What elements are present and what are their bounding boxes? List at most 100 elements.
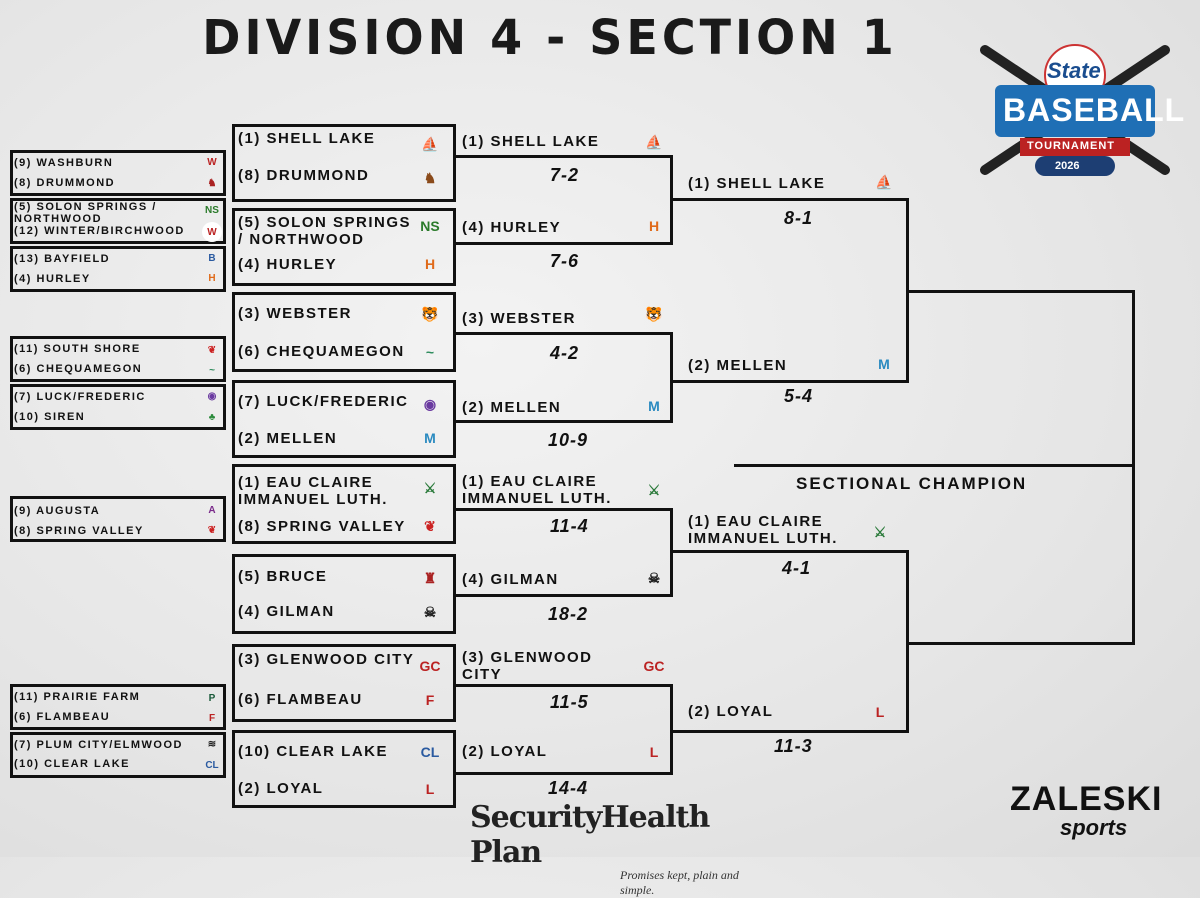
team-label: (1) SHELL LAKE <box>462 133 600 150</box>
round2-match <box>232 124 456 202</box>
team-label: (2) MELLEN <box>688 357 788 374</box>
sponsor-name: SecurityHealth Plan <box>470 800 710 870</box>
chequamegon-logo-icon: ~ <box>209 364 215 376</box>
team-label: (10) SIREN <box>14 411 86 423</box>
drummond-logo-icon: ♞ <box>207 177 217 189</box>
game-score: 8-1 <box>784 208 814 228</box>
bracket-line <box>906 550 909 733</box>
bracket-line <box>670 684 673 775</box>
bracket-line <box>456 508 672 511</box>
eau-claire-logo-icon: ⚔ <box>423 479 437 496</box>
team-label: (1) SHELL LAKE <box>238 130 376 147</box>
game-score: 4-2 <box>550 343 580 363</box>
team-label: (2) LOYAL <box>462 743 548 760</box>
bayfield-logo-icon: B <box>208 252 216 264</box>
winter-birchwood-logo-icon: W <box>202 222 222 242</box>
round1-match <box>10 150 226 196</box>
bracket-line <box>1132 290 1135 645</box>
sectional-champion-label: SECTIONAL CHAMPION <box>796 474 1028 493</box>
round1-match <box>10 336 226 382</box>
game-score: 11-5 <box>550 692 589 712</box>
team-label: (1) EAU CLAIRE IMMANUEL LUTH. <box>238 474 388 509</box>
round2-match <box>232 730 456 808</box>
hurley-logo-icon: H <box>208 272 216 284</box>
loyal-logo-icon: L <box>649 744 659 760</box>
team-label: (5) SOLON SPRINGS / NORTHWOOD <box>238 214 412 249</box>
team-label: (11) PRAIRIE FARM <box>14 691 141 703</box>
flambeau-logo-icon: F <box>208 712 216 724</box>
round1-match <box>10 496 226 542</box>
drummond-logo-icon: ♞ <box>423 169 437 186</box>
team-label: (12) WINTER/BIRCHWOOD <box>14 225 185 237</box>
team-label: (9) AUGUSTA <box>14 505 101 517</box>
zaleski-sports-text: sports <box>1060 815 1128 840</box>
bracket-line <box>670 508 673 597</box>
game-score: 7-2 <box>550 165 580 185</box>
team-label: (3) GLENWOOD CITY <box>238 651 415 668</box>
south-shore-logo-icon: ❦ <box>207 344 217 356</box>
team-label: (8) SPRING VALLEY <box>238 518 406 535</box>
round1-match <box>10 384 226 430</box>
team-label: (5) SOLON SPRINGS / NORTHWOOD <box>14 201 157 225</box>
bracket-line <box>670 155 673 245</box>
round2-match <box>232 464 456 544</box>
round1-match <box>10 198 226 244</box>
bracket-line <box>456 684 672 687</box>
mellen-logo-icon: M <box>648 398 660 414</box>
spring-valley-logo-icon: ❦ <box>424 517 436 534</box>
bracket-line <box>672 730 908 733</box>
bracket-line <box>456 420 672 423</box>
game-score: 7-6 <box>550 251 580 271</box>
mellen-logo-icon: M <box>878 356 890 372</box>
team-label: (10) CLEAR LAKE <box>238 743 389 760</box>
team-label: (3) GLENWOOD CITY <box>462 649 593 683</box>
champion-line <box>734 464 1134 467</box>
bracket-line <box>456 772 672 775</box>
team-label: (7) LUCK/FREDERIC <box>14 391 146 403</box>
team-label: (7) LUCK/FREDERIC <box>238 393 409 410</box>
team-label: (6) FLAMBEAU <box>238 691 363 708</box>
team-label: (13) BAYFIELD <box>14 253 111 265</box>
webster-logo-icon: 🐯 <box>645 305 663 322</box>
bruce-logo-icon: ♜ <box>423 569 437 586</box>
solon-springs-logo-icon: NS <box>205 204 219 216</box>
team-label: (8) SPRING VALLEY <box>14 525 144 537</box>
sponsor-tagline: Promises kept, plain and simple. <box>620 868 739 897</box>
bracket-line <box>456 155 672 158</box>
round1-match <box>10 246 226 292</box>
team-label: (3) WEBSTER <box>238 305 352 322</box>
washburn-logo-icon: W <box>207 156 217 168</box>
loyal-logo-icon: L <box>875 704 885 720</box>
shell-lake-logo-icon: ⛵ <box>645 133 663 150</box>
bracket-line <box>672 198 908 201</box>
bracket-line <box>456 332 672 335</box>
team-label: (2) LOYAL <box>688 703 774 720</box>
logo-state-text: State <box>1047 58 1101 83</box>
bracket-line <box>456 594 672 597</box>
eau-claire-logo-icon: ⚔ <box>647 481 661 498</box>
augusta-logo-icon: A <box>208 504 216 516</box>
team-label: (7) PLUM CITY/ELMWOOD <box>14 739 183 751</box>
logo-year-text: 2026 <box>1055 160 1080 172</box>
game-score: 10-9 <box>548 430 589 450</box>
bracket-line <box>906 198 909 383</box>
prairie-farm-logo-icon: P <box>208 692 216 704</box>
round2-match <box>232 208 456 286</box>
round2-match <box>232 644 456 722</box>
team-label: (2) LOYAL <box>238 780 324 797</box>
clear-lake-logo-icon: CL <box>205 759 219 771</box>
team-label: (6) CHEQUAMEGON <box>14 363 143 375</box>
glenwood-city-logo-icon: GC <box>419 658 441 674</box>
team-label: (4) HURLEY <box>462 219 562 236</box>
game-score: 14-4 <box>548 778 589 798</box>
flambeau-logo-icon: F <box>425 692 435 708</box>
game-score: 18-2 <box>548 604 589 624</box>
hurley-logo-icon: H <box>424 256 436 272</box>
logo-tournament-text: TOURNAMENT <box>1027 140 1116 152</box>
game-score: 11-3 <box>774 736 813 756</box>
bracket-line <box>672 550 908 553</box>
team-label: (4) GILMAN <box>462 571 559 588</box>
round2-match <box>232 380 456 458</box>
bracket-line <box>672 380 908 383</box>
team-label: (6) CHEQUAMEGON <box>238 343 405 360</box>
